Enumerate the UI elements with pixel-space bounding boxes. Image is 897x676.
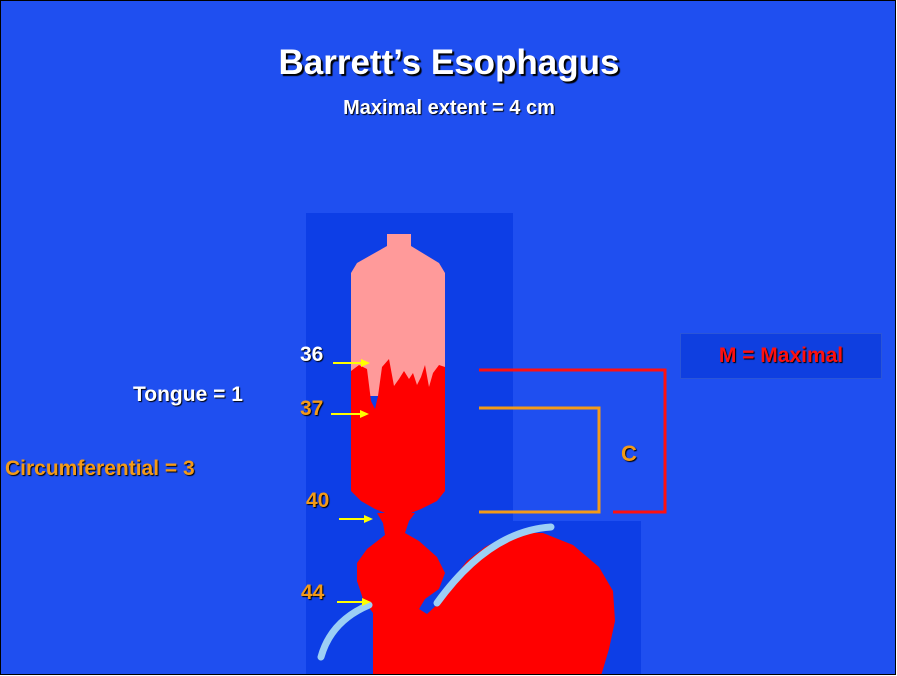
barrett-segment [351, 359, 445, 513]
circumferential-label: Circumferential = 3 [5, 457, 195, 481]
tongue-label: Tongue = 1 [133, 383, 243, 407]
marker-36: 36 [300, 343, 323, 367]
slide-title: Barrett’s Esophagus [1, 43, 896, 83]
c-label: C [621, 441, 637, 467]
marker-40: 40 [306, 489, 329, 513]
marker-37: 37 [300, 397, 323, 421]
marker-44: 44 [301, 581, 324, 605]
maximal-label: M = Maximal [680, 333, 882, 379]
slide-subtitle: Maximal extent = 4 cm [1, 97, 896, 120]
